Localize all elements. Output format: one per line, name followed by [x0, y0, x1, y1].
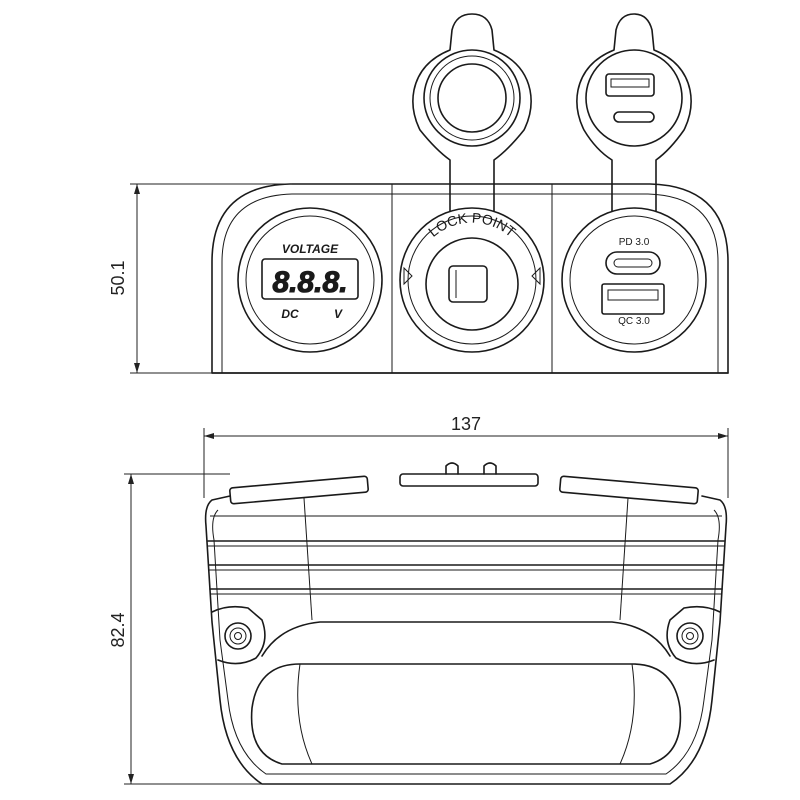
- usb-typec-tongue: [613, 258, 653, 268]
- side-tab-2: [483, 462, 497, 475]
- usb-typec-port: [605, 251, 661, 275]
- side-body-outline: [204, 495, 728, 785]
- screw-left-outer: [224, 622, 252, 650]
- usb-typea-tongue: [607, 289, 659, 301]
- usb-typea-port: [601, 283, 665, 315]
- socket-face: [407, 215, 537, 345]
- top-view: VOLTAGE 8.8.8. DC V LOCK POINT: [108, 13, 729, 374]
- mount-ear-left: [211, 605, 266, 665]
- panel-line-left: [303, 497, 313, 621]
- voltmeter-digits: 8.8.8.: [272, 266, 347, 299]
- voltmeter-bezel: [237, 207, 383, 353]
- lock-point-label: LOCK POINT: [425, 210, 519, 241]
- socket-cap-strap: [412, 13, 532, 212]
- usb-cap-typea-tongue: [610, 78, 650, 88]
- side-view: 137 82.4: [108, 414, 729, 785]
- dim-side-arrow-up: [128, 474, 134, 484]
- usb-charger: PD 3.0 QC 3.0: [561, 13, 707, 353]
- dim-height-side-label: 82.4: [108, 612, 128, 647]
- panel-line-right: [619, 497, 629, 621]
- socket-hole: [425, 237, 519, 331]
- socket-bezel: [399, 207, 545, 353]
- dimension-height-side: 82.4: [108, 473, 266, 785]
- side-cap-left: [229, 475, 369, 505]
- voltmeter: VOLTAGE 8.8.8. DC V: [237, 207, 383, 353]
- usb-pd-label: PD 3.0: [619, 237, 650, 248]
- dim-arrow-left: [204, 433, 214, 439]
- voltmeter-unit-v: V: [334, 307, 343, 321]
- dim-height-top-label: 50.1: [108, 260, 128, 295]
- screw-right-hole: [686, 632, 694, 640]
- socket-contact: [448, 265, 488, 303]
- side-tab-1: [445, 462, 459, 475]
- dim-arrow-up: [134, 184, 140, 194]
- screw-right-outer: [676, 622, 704, 650]
- dim-width-label: 137: [451, 414, 481, 434]
- usb-cap-outer: [585, 49, 683, 147]
- screw-left-inner: [229, 627, 247, 645]
- usb-cap-typea: [605, 73, 655, 97]
- dim-side-arrow-down: [128, 774, 134, 784]
- dimension-width: 137: [203, 414, 729, 498]
- screw-left-hole: [234, 632, 242, 640]
- usb-cap-strap: [576, 13, 692, 212]
- dim-arrow-down: [134, 363, 140, 373]
- voltmeter-title: VOLTAGE: [282, 242, 339, 256]
- top-housing-outline: [211, 183, 729, 374]
- usb-cap-typec: [613, 111, 655, 123]
- socket-cap-outer: [423, 49, 521, 147]
- screw-right-inner: [681, 627, 699, 645]
- side-cap-middle: [399, 473, 539, 487]
- lower-cutout-inner: [250, 663, 682, 765]
- socket-cap-ring: [429, 55, 515, 141]
- dim-arrow-right: [718, 433, 728, 439]
- usb-face: [569, 215, 699, 345]
- usb-bezel: [561, 207, 707, 353]
- voltmeter-face: [245, 215, 375, 345]
- usb-qc-label: QC 3.0: [618, 316, 650, 327]
- mount-ear-right: [666, 605, 721, 665]
- lock-arrow-right: [531, 266, 541, 286]
- socket-cap-inner: [437, 63, 507, 133]
- dimension-height-top: 50.1: [108, 183, 292, 374]
- side-body-inner: [212, 509, 720, 775]
- top-housing-inner-edge: [221, 193, 719, 373]
- lock-arrow-left: [403, 266, 413, 286]
- voltmeter-display: [261, 258, 359, 300]
- side-cap-right: [559, 475, 699, 505]
- lower-cutout: [261, 621, 671, 657]
- voltmeter-unit-dc: DC: [281, 307, 299, 321]
- lighter-socket: LOCK POINT: [399, 13, 545, 353]
- lower-cutout-edge: [297, 663, 635, 765]
